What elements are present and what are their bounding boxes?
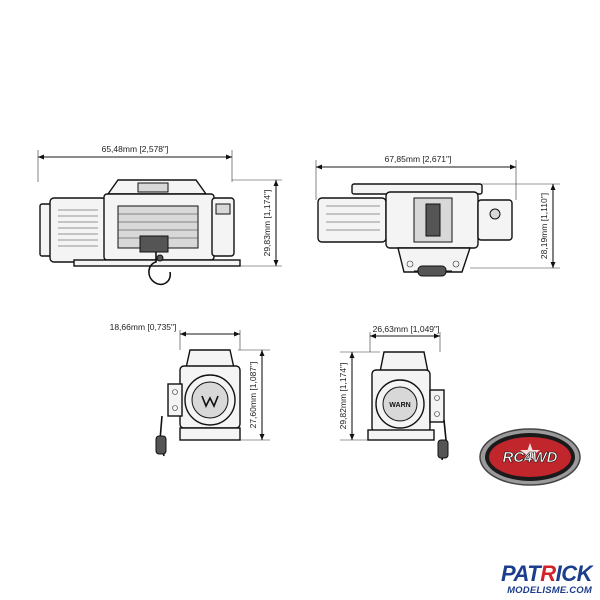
dimension-label-width: 65,48mm [2,578"] — [102, 144, 169, 154]
arrow-right-icon — [510, 164, 516, 170]
connector-plug — [437, 439, 449, 459]
watermark: PATRICK MODELISME.COM — [500, 561, 593, 597]
mounting-plate — [367, 429, 435, 441]
winch-top-view: 67,85mm [2,671"] 28,19mm [1,110"] — [315, 154, 560, 277]
drum-label: WARN — [389, 402, 410, 409]
side-bracket — [167, 383, 183, 417]
dimension-label-width: 26,63mm [1,049"] — [373, 324, 440, 334]
arrow-left-icon — [316, 164, 322, 170]
badge-logo-text: RC4WD — [503, 449, 558, 466]
arrow-up-icon — [550, 184, 556, 190]
arrow-down-icon — [259, 434, 265, 440]
watermark-part: R — [540, 561, 556, 586]
arrow-right-icon — [434, 333, 440, 339]
watermark-brand: PATRICK — [500, 561, 593, 586]
watermark-part: PAT — [500, 561, 541, 586]
dimension-label-height: 28,19mm [1,110"] — [539, 193, 549, 259]
motor-housing — [49, 197, 107, 263]
cover-badge — [137, 182, 169, 193]
hook-icon — [148, 252, 172, 286]
gearbox-housing — [477, 199, 513, 241]
winch-end-view-left: 18,66mm [0,735"] 27,60mm [1,087"] — [110, 322, 270, 457]
winch-end-view-right: 26,63mm [1,049"] 29,82mm [1,174"] WARN — [338, 324, 449, 461]
dimension-label-width: 18,66mm [0,735"] — [110, 322, 177, 332]
dimension-label-height: 27,60mm [1,087"] — [248, 362, 258, 429]
dimension-label-height: 29,82mm [1,174"] — [338, 363, 348, 430]
clutch-knob-icon — [489, 208, 501, 220]
winch-front-view: 65,48mm [2,578"] 29,83mm [1,174"] — [37, 144, 282, 286]
connector-plug — [417, 265, 447, 277]
brand-badge: RC4WD — [479, 428, 581, 486]
arrow-down-icon — [550, 262, 556, 268]
mounting-plate — [179, 427, 241, 441]
watermark-part: ICK — [555, 561, 593, 586]
arrow-up-icon — [273, 180, 279, 186]
side-bracket — [429, 389, 445, 423]
arrow-right-icon — [234, 331, 240, 337]
mounting-plate — [397, 247, 471, 273]
control-cover — [379, 351, 429, 373]
arrow-up-icon — [259, 350, 265, 356]
watermark-site: MODELISME.COM — [507, 585, 592, 596]
mounting-plate — [73, 259, 241, 267]
fairlead — [139, 235, 169, 253]
arrow-left-icon — [180, 331, 186, 337]
arrow-left-icon — [38, 154, 44, 160]
arrow-left-icon — [370, 333, 376, 339]
arrow-down-icon — [349, 434, 355, 440]
arrow-down-icon — [273, 260, 279, 266]
arrow-right-icon — [226, 154, 232, 160]
arrow-up-icon — [349, 352, 355, 358]
star-icon — [520, 443, 540, 462]
motor-housing — [317, 197, 387, 243]
dimension-label-width: 67,85mm [2,671"] — [385, 154, 452, 164]
brand-logo-icon — [201, 395, 219, 408]
connector-plug — [155, 435, 167, 455]
dimension-label-height: 29,83mm [1,174"] — [262, 190, 272, 257]
